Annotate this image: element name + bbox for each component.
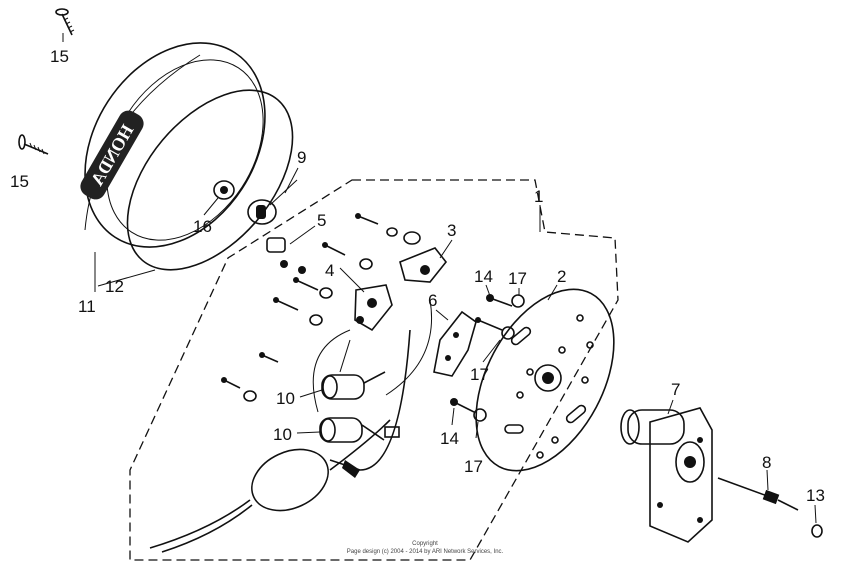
o-ring-13	[811, 524, 823, 538]
copyright-line-2: Page design (c) 2004 - 2014 by ARI Netwo…	[347, 549, 504, 555]
contact-breaker-4	[354, 284, 393, 332]
callout-17-lower: 17	[464, 457, 483, 476]
callout-15-left: 15	[10, 172, 29, 191]
callout-17-middle: 17	[470, 365, 489, 384]
callout-6: 6	[428, 291, 437, 310]
copyright-line-1: Copyright	[412, 541, 438, 547]
callout-10-upper: 10	[276, 389, 295, 408]
wiring-harness	[149, 299, 433, 553]
callout-14-lower: 14	[440, 429, 459, 448]
callout-10-lower: 10	[273, 425, 292, 444]
screw-14-middle	[475, 317, 503, 331]
callout-11: 11	[78, 297, 96, 316]
base-plate-2	[475, 288, 615, 472]
grommet-16	[213, 180, 235, 200]
callout-9: 9	[297, 148, 306, 167]
callout-16: 16	[193, 217, 212, 236]
callout-1: 1	[534, 187, 543, 206]
callout-15-top: 15	[50, 47, 69, 66]
callout-13: 13	[806, 486, 825, 505]
screw-14-lower	[450, 398, 475, 413]
bolt-15-left	[18, 134, 49, 155]
leader-lines	[62, 33, 817, 524]
callout-14-upper: 14	[474, 267, 493, 286]
shaft-8	[717, 477, 799, 511]
assembly-outline	[129, 179, 619, 561]
cap-9	[247, 199, 277, 225]
callout-12: 12	[105, 277, 124, 296]
callout-4: 4	[325, 261, 334, 280]
headlight-cover: HONDA	[80, 42, 266, 248]
callout-8: 8	[762, 453, 771, 472]
callout-2: 2	[557, 267, 566, 286]
washer-17-lower	[473, 408, 487, 422]
rim-ring	[126, 89, 294, 271]
housing-7	[620, 407, 713, 543]
screws-and-washers	[221, 213, 400, 478]
callout-17-upper: 17	[508, 269, 527, 288]
washer-17-middle	[501, 326, 515, 340]
contact-breaker-3	[399, 231, 448, 283]
screw-14-upper	[486, 294, 513, 307]
bolt-15-top	[55, 8, 75, 36]
washer-17-upper	[511, 294, 525, 308]
callout-5: 5	[317, 211, 326, 230]
condenser-upper	[321, 339, 386, 400]
condenser-lower	[319, 417, 385, 443]
bracket-6	[433, 310, 477, 377]
callout-3: 3	[447, 221, 456, 240]
callout-7: 7	[671, 380, 680, 399]
